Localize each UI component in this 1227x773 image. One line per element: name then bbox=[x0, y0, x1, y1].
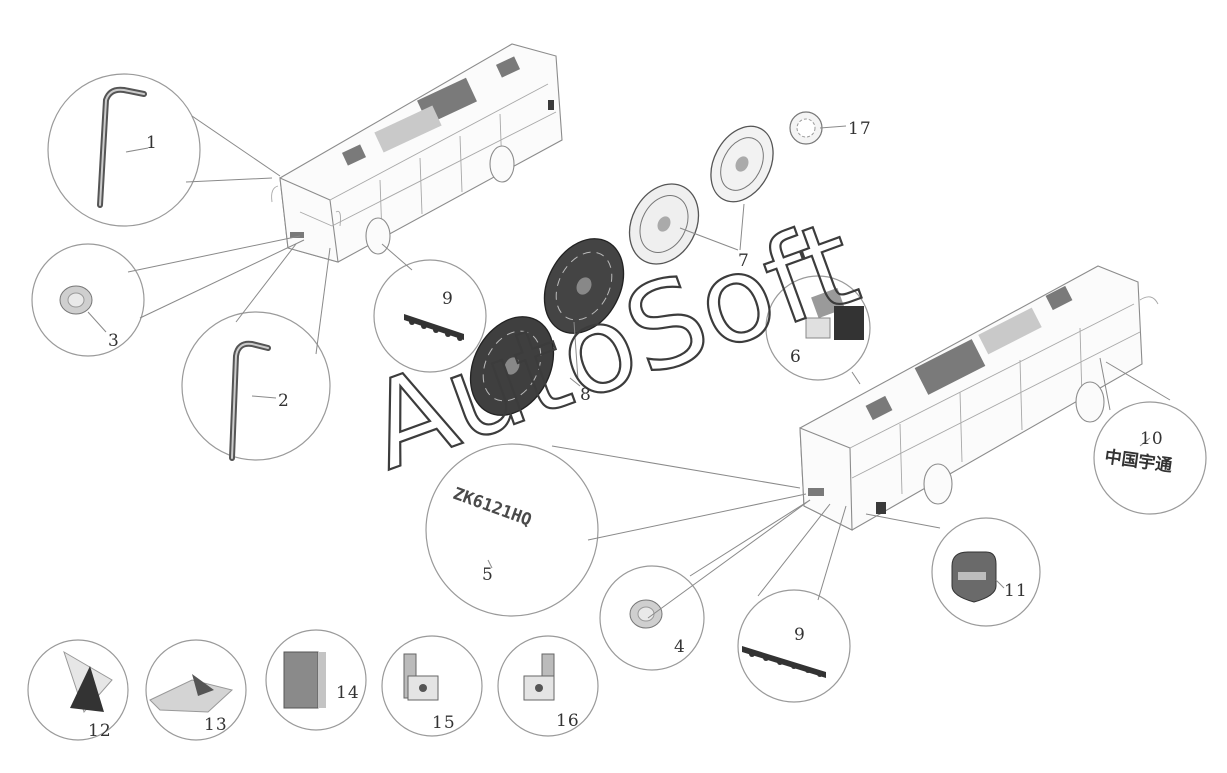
detail-11 bbox=[931, 517, 1041, 627]
watermark: AutoSoft bbox=[349, 192, 875, 497]
callout-13: 13 bbox=[204, 715, 228, 735]
detail-12 bbox=[27, 639, 129, 741]
callout-17: 17 bbox=[848, 119, 872, 139]
detail-4 bbox=[599, 565, 705, 671]
wheel-cover bbox=[469, 316, 555, 416]
wheel-cover-pair-7 bbox=[628, 125, 774, 265]
callout-3: 3 bbox=[108, 331, 120, 351]
wheel-cover bbox=[710, 125, 774, 203]
watermark-text: AutoSoft bbox=[350, 193, 873, 496]
bus-rear-view bbox=[271, 43, 563, 263]
callout-2: 2 bbox=[278, 391, 290, 411]
wheel-cover bbox=[628, 183, 700, 265]
detail-13 bbox=[145, 639, 247, 741]
callout-16: 16 bbox=[556, 711, 580, 731]
callout-4: 4 bbox=[674, 637, 686, 657]
callout-11: 11 bbox=[1004, 581, 1028, 601]
detail-9-upper bbox=[373, 259, 487, 373]
callout-6: 6 bbox=[790, 347, 802, 367]
detail-1 bbox=[47, 73, 201, 227]
detail-15 bbox=[381, 635, 483, 737]
detail-2 bbox=[181, 311, 331, 461]
callout-1: 1 bbox=[146, 133, 158, 153]
detail-5: ZK6121HQ bbox=[425, 443, 599, 617]
leader-lines bbox=[87, 115, 1171, 619]
detail-14 bbox=[265, 629, 367, 731]
callout-7: 7 bbox=[738, 251, 750, 271]
hub-ring-17 bbox=[789, 111, 823, 145]
bus-front-view bbox=[799, 265, 1159, 531]
callout-12: 12 bbox=[88, 721, 112, 741]
detail-6 bbox=[765, 275, 871, 381]
callout-14: 14 bbox=[336, 683, 360, 703]
callout-10: 10 bbox=[1140, 429, 1164, 449]
detail-3 bbox=[31, 243, 145, 357]
detail-10: 中国宇通 bbox=[1093, 401, 1207, 515]
wheel-cover-pair-8 bbox=[469, 238, 625, 416]
detail-16 bbox=[497, 635, 599, 737]
detail-9-lower bbox=[737, 589, 851, 703]
callout-15: 15 bbox=[432, 713, 456, 733]
callout-9-upper: 9 bbox=[442, 289, 454, 309]
callout-labels: 1 2 3 4 5 6 7 8 9 9 10 11 12 13 14 15 16… bbox=[88, 119, 1164, 741]
wheel-cover bbox=[543, 238, 625, 334]
callout-9-lower: 9 bbox=[794, 625, 806, 645]
callout-5: 5 bbox=[482, 565, 494, 585]
callout-8: 8 bbox=[580, 385, 592, 405]
